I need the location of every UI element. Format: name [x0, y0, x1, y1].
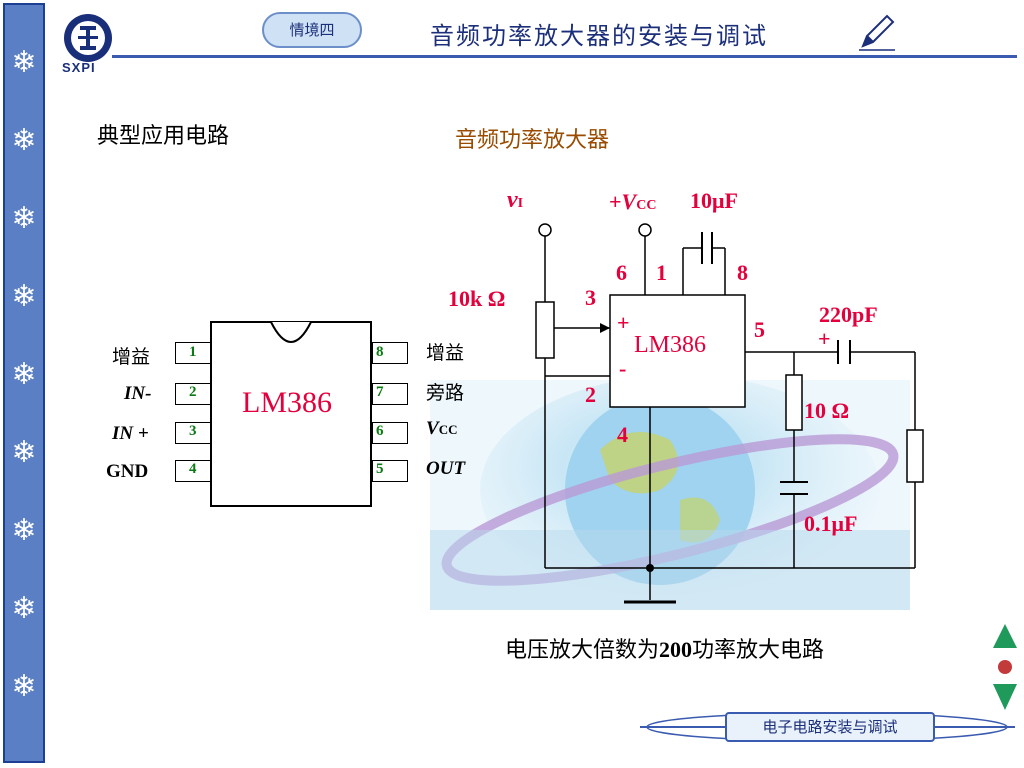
noninverting-sign: +: [617, 310, 630, 335]
snowflake-icon: ❄: [11, 357, 37, 392]
input-terminal: [538, 223, 552, 237]
nav-down-icon[interactable]: [993, 684, 1017, 710]
scenario-badge: 情境四: [262, 12, 362, 48]
chip-notch: [270, 321, 312, 343]
logo-text: SXPI: [62, 60, 96, 75]
pin-2-label: 2: [585, 382, 596, 407]
pin-number-5: 5: [376, 461, 384, 477]
output-cap-label: 220pF: [819, 302, 878, 327]
inverting-sign: -: [619, 356, 627, 381]
load-speaker: [906, 429, 924, 483]
potentiometer: [535, 301, 555, 359]
course-title: 电子电路安装与调试: [725, 712, 935, 742]
nav-controls: [993, 624, 1017, 710]
pin-box-7: [372, 383, 408, 405]
snowflake-icon: ❄: [11, 45, 37, 80]
output-cap-plus: +: [818, 326, 831, 351]
pin-1-label: 1: [656, 260, 667, 285]
pin-label-vcc: VCC: [426, 418, 458, 439]
zobel-resistor-label: 10 Ω: [804, 398, 850, 423]
lm386-pinout: [210, 321, 372, 507]
pin-number-4: 4: [189, 461, 197, 477]
pin-5-label: 5: [754, 317, 765, 342]
pin-box-2: [175, 383, 211, 405]
snowflake-icon: ❄: [11, 669, 37, 704]
pin-6-label: 6: [616, 260, 627, 285]
input-voltage-label: vI: [507, 187, 524, 213]
nav-home-icon[interactable]: [998, 660, 1012, 674]
zobel-resistor: [785, 374, 803, 431]
pin-box-5: [372, 460, 408, 482]
page-title: 音频功率放大器的安装与调试: [430, 22, 768, 50]
snowflake-icon: ❄: [11, 435, 37, 470]
pin-3-label: 3: [585, 285, 596, 310]
chip-body: [210, 321, 372, 507]
pin-label-bypass: 旁路: [426, 382, 465, 404]
pin-number-1: 1: [189, 344, 197, 360]
pin-box-4: [175, 460, 211, 482]
schematic-chip: [609, 294, 746, 408]
amplifier-schematic: [535, 223, 924, 604]
pin-box-6: [372, 422, 408, 444]
pin-number-8: 8: [376, 344, 384, 360]
snowflake-icon: ❄: [11, 513, 37, 548]
globe-background: [430, 380, 910, 610]
snowflake-icon: ❄: [11, 123, 37, 158]
nav-up-icon[interactable]: [993, 624, 1017, 648]
pin-label-gnd: GND: [106, 461, 149, 482]
pin-box-3: [175, 422, 211, 444]
supply-voltage-label: +VCC: [609, 189, 657, 214]
pin-box-8: [372, 342, 408, 364]
amplifier-title: 音频功率放大器: [455, 128, 610, 153]
snowflake-sidebar: ❄ ❄ ❄ ❄ ❄ ❄ ❄ ❄ ❄: [3, 3, 45, 763]
pin-4-label: 4: [617, 422, 628, 447]
chip-name: LM386: [242, 386, 332, 419]
pin-label-in-minus: IN-: [124, 383, 152, 404]
school-logo-icon: [64, 14, 112, 62]
pin-label-gain-right: 增益: [426, 342, 465, 364]
pin-number-2: 2: [189, 384, 197, 400]
schematic-chip-label: LM386: [634, 332, 706, 358]
header-divider: [112, 55, 1017, 58]
snowflake-icon: ❄: [11, 279, 37, 314]
gain-note: 电压放大倍数为200功率放大电路: [505, 637, 825, 663]
pin-label-gain-left: 增益: [112, 346, 151, 368]
pin-number-3: 3: [189, 423, 197, 439]
pin-box-1: [175, 342, 211, 364]
supply-terminal: [638, 223, 652, 237]
pin-label-out: OUT: [426, 458, 466, 479]
pin-8-label: 8: [737, 260, 748, 285]
snowflake-icon: ❄: [11, 201, 37, 236]
pin-number-6: 6: [376, 423, 384, 439]
pot-label: 10k Ω: [448, 286, 506, 311]
pin-label-in-plus: IN +: [112, 423, 149, 444]
section-title: 典型应用电路: [97, 124, 230, 149]
snowflake-icon: ❄: [11, 591, 37, 626]
zobel-cap-label: 0.1μF: [804, 511, 858, 536]
pencil-icon: [859, 14, 895, 51]
pin-number-7: 7: [376, 384, 384, 400]
gain-cap-label: 10μF: [690, 188, 738, 213]
